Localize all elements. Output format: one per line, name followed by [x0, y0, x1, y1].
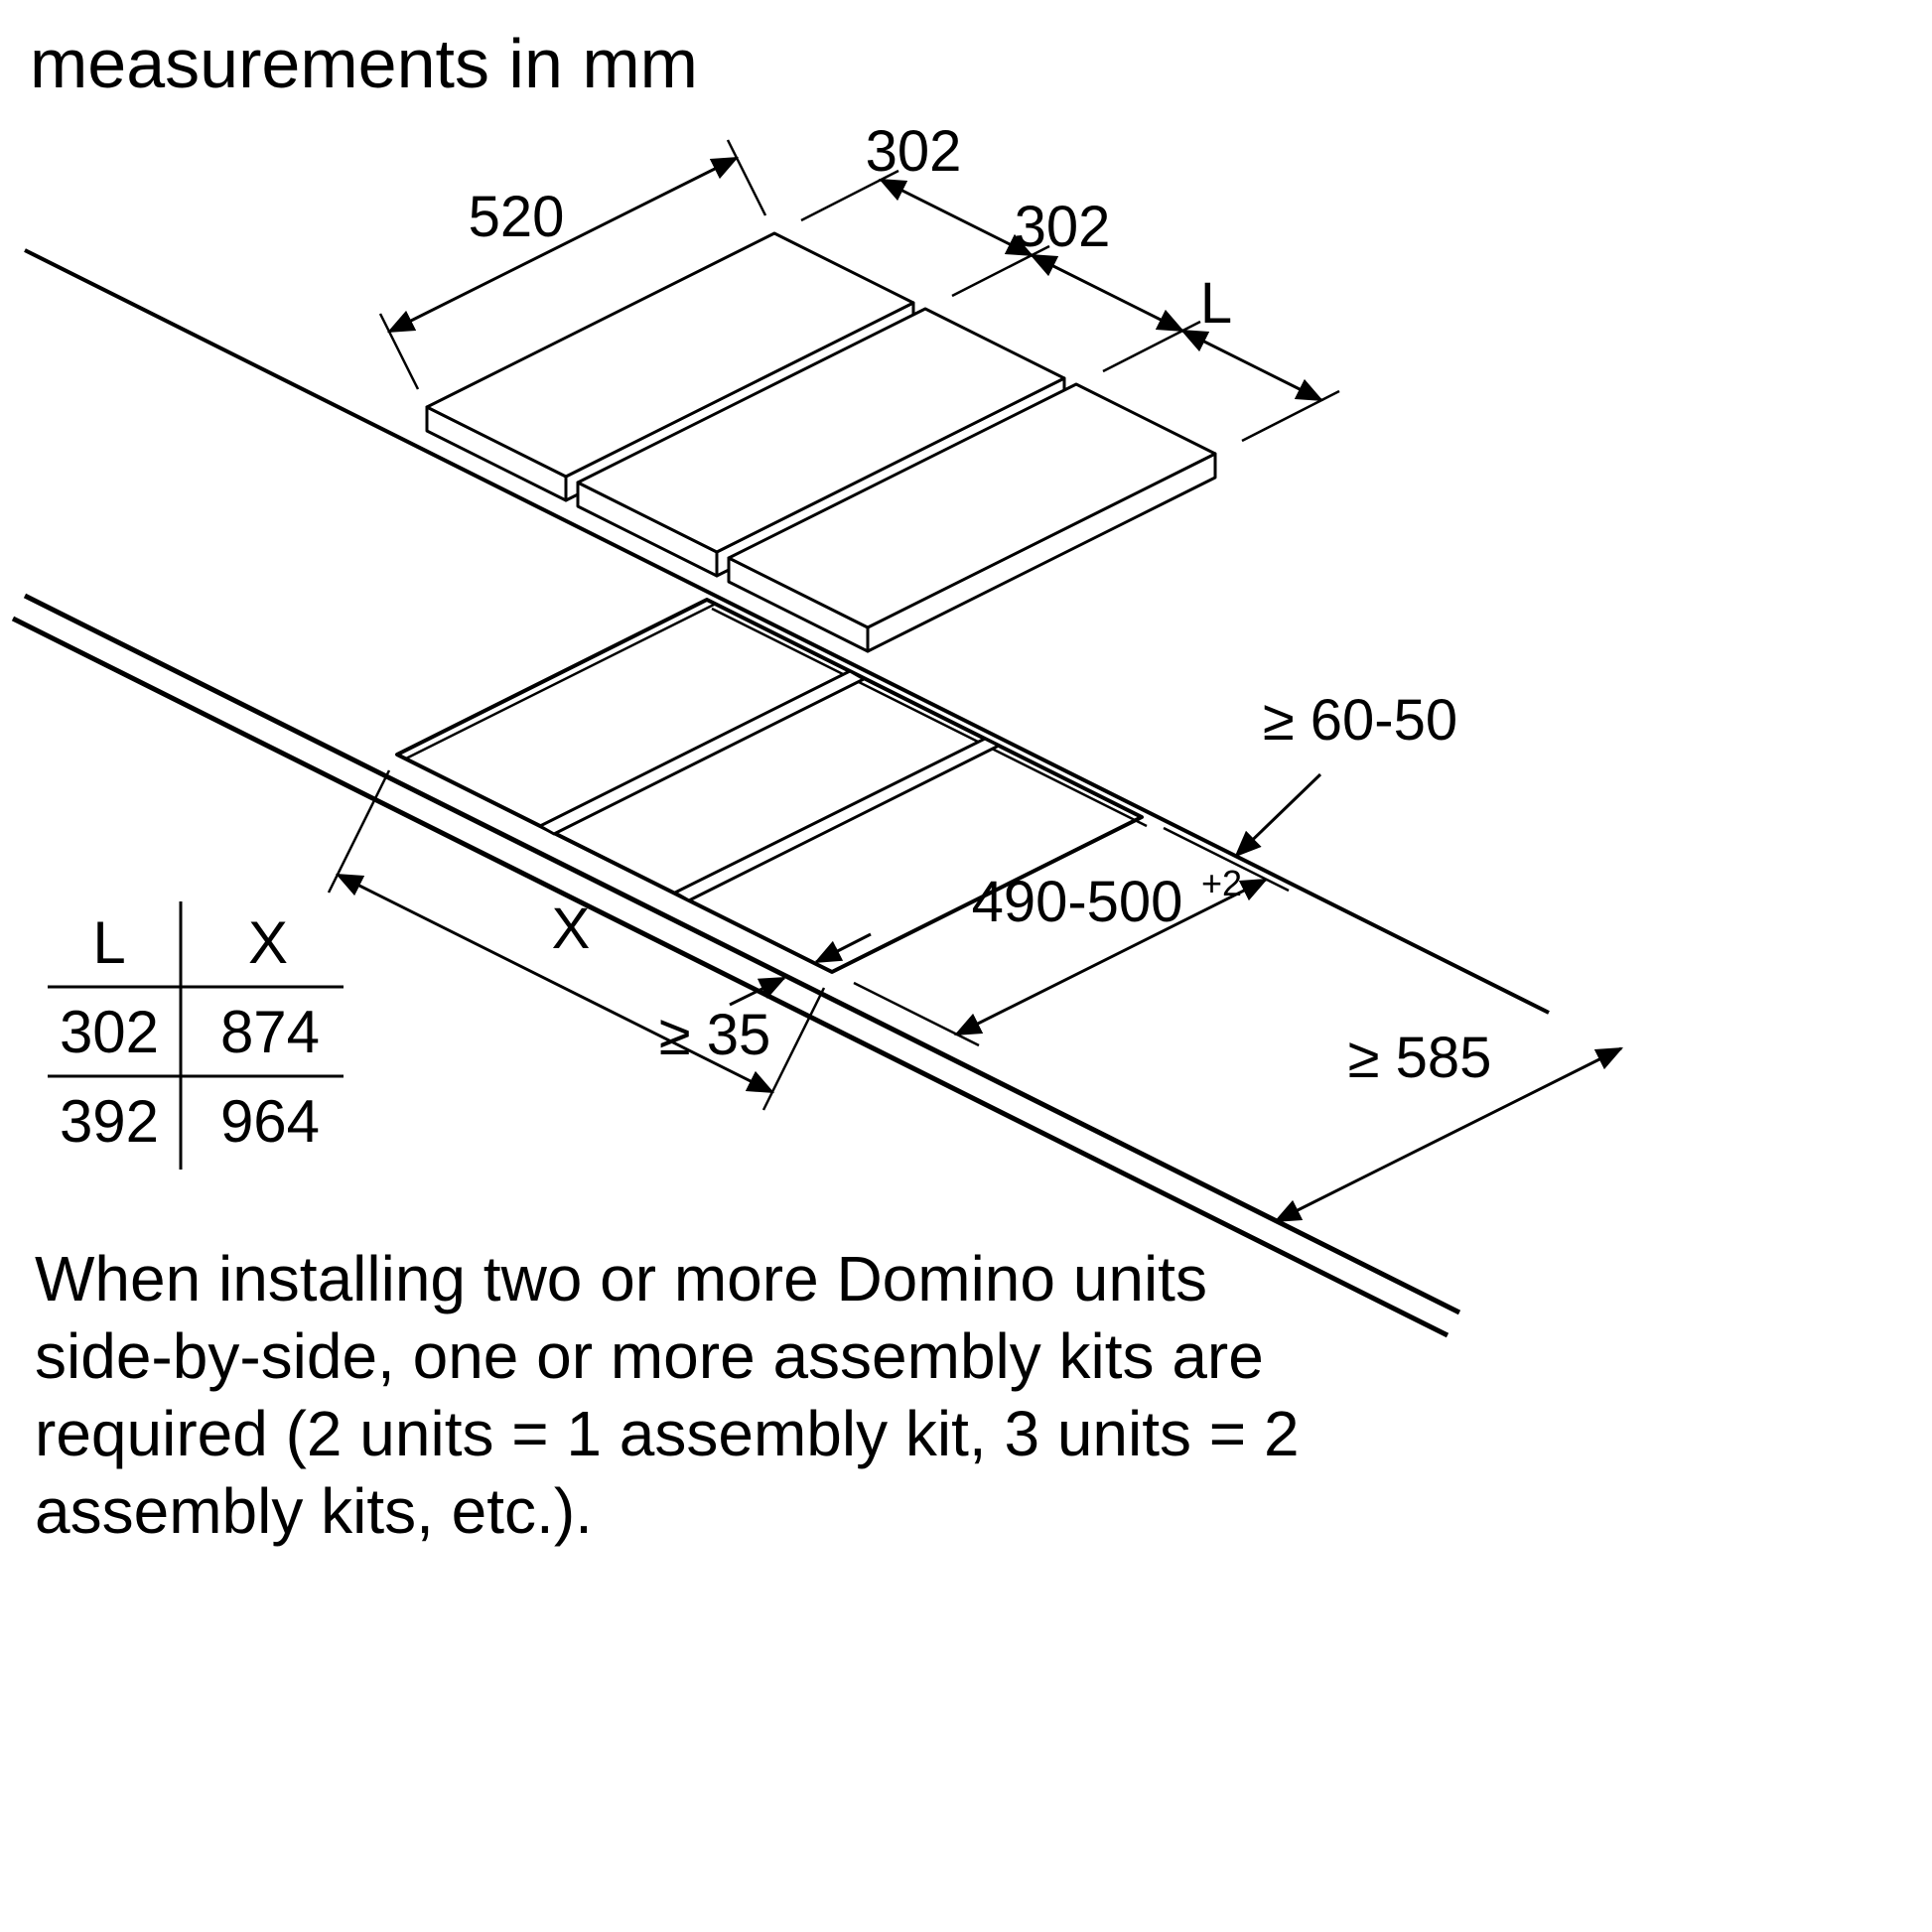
dim-cutout-depth: 490-500 +2: [853, 826, 1290, 1047]
dim-panel-widths: 302 302 L: [800, 119, 1340, 443]
note-line-4: assembly kits, etc.).: [35, 1475, 593, 1547]
size-table-header-x: X: [248, 909, 288, 976]
note-line-3: required (2 units = 1 assembly kit, 3 un…: [35, 1398, 1300, 1469]
dim-cutout-depth-tolerance: +2: [1201, 863, 1242, 903]
dim-panel-width-var-label: L: [1200, 271, 1232, 336]
size-table: L X 302 874 392 964: [48, 901, 344, 1170]
cutout-back-rebate-line: [711, 607, 1148, 828]
counter-back-edge-line: [24, 248, 1550, 1015]
dim-panel-width-2-label: 302: [1015, 195, 1111, 259]
dim-front-clearance: ≥ 35: [659, 932, 872, 1067]
dim-panel-depth-label: 520: [469, 185, 565, 249]
dim-rear-clearance: ≥ 60-50: [1234, 688, 1457, 858]
page-title: measurements in mm: [30, 25, 698, 102]
dim-rear-clearance-label: ≥ 60-50: [1263, 688, 1457, 753]
dim-panel-width-1-label: 302: [866, 119, 962, 184]
dim-panel-depth: 520: [378, 139, 767, 390]
cutout-left-rebate-line: [405, 602, 717, 760]
dim-cutout-width: X: [327, 769, 826, 1111]
assembly-rail-1: [538, 669, 866, 836]
hob-panel-3: [727, 382, 1217, 653]
dim-cutout-width-label: X: [552, 897, 591, 961]
size-table-header-l: L: [92, 909, 125, 976]
dim-cutout-depth-label: 490-500: [972, 870, 1183, 934]
dim-counter-depth-label: ≥ 585: [1348, 1026, 1492, 1090]
dim-counter-depth: ≥ 585: [1273, 1026, 1624, 1223]
installation-note: When installing two or more Domino units…: [35, 1243, 1300, 1547]
note-line-1: When installing two or more Domino units: [35, 1243, 1207, 1314]
dim-front-clearance-label: ≥ 35: [659, 1003, 770, 1067]
size-table-cell: 302: [60, 999, 159, 1065]
note-line-2: side-by-side, one or more assembly kits …: [35, 1320, 1264, 1392]
size-table-cell: 874: [220, 999, 320, 1065]
size-table-cell: 964: [220, 1088, 320, 1155]
size-table-cell: 392: [60, 1088, 159, 1155]
